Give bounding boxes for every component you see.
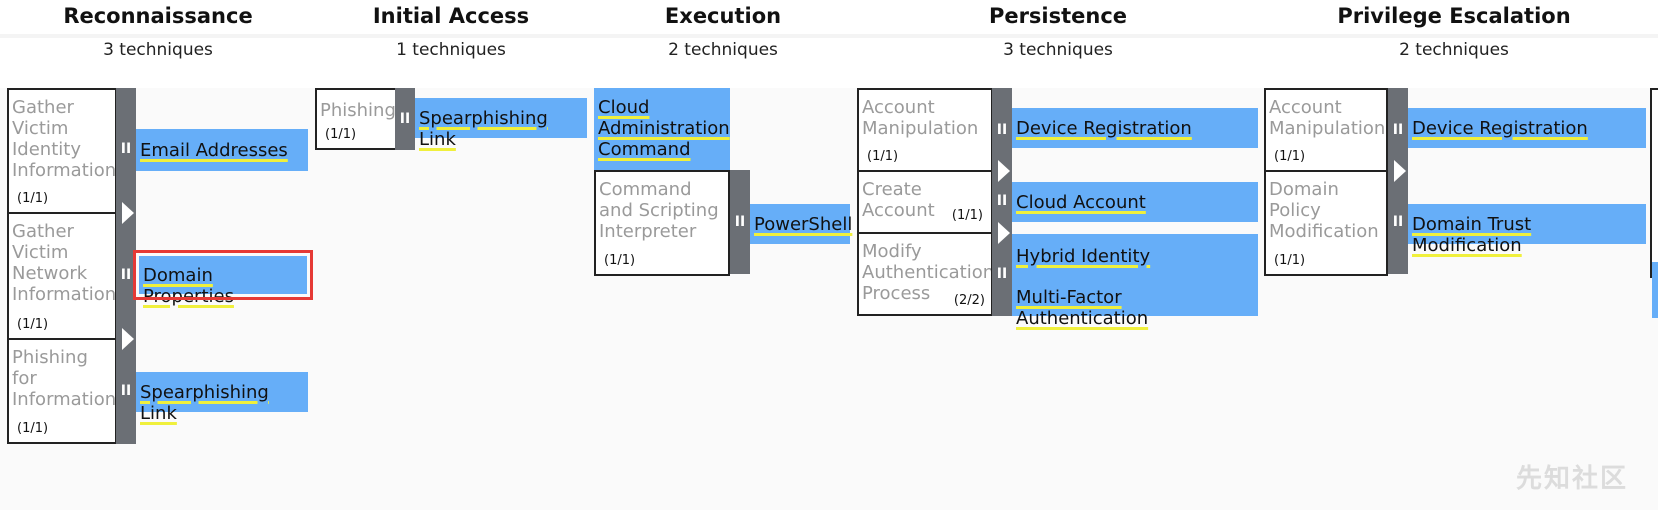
subtechnique-toggle-handle[interactable]: II xyxy=(395,88,415,150)
tactic-count-persistence: 3 techniques xyxy=(1003,40,1113,60)
grip-icon: II xyxy=(120,141,132,157)
subtechnique-count: (1/1) xyxy=(1274,149,1306,164)
technique-account-manipulation-privesc[interactable]: Account Manipulation (1/1) xyxy=(1264,88,1388,172)
subtechnique-count: (1/1) xyxy=(951,208,983,223)
technique-modify-authentication-process[interactable]: Modify Authentication Process (2/2) xyxy=(857,232,993,316)
subtechnique-count: (1/1) xyxy=(325,127,357,142)
technique-gather-victim-identity-information[interactable]: Gather Victim Identity Information (1/1) xyxy=(7,88,117,214)
subtechnique-email-addresses[interactable]: Email Addresses xyxy=(136,129,308,171)
technique-name: Phishing xyxy=(320,100,396,121)
subtechnique-label: Device Registration xyxy=(1412,118,1588,139)
grip-icon: II xyxy=(996,193,1008,209)
technique-domain-policy-modification[interactable]: Domain Policy Modification (1/1) xyxy=(1264,170,1388,276)
technique-gather-victim-network-information[interactable]: Gather Victim Network Information (1/1) xyxy=(7,212,117,340)
grip-icon: II xyxy=(734,214,746,230)
collapse-arrow-icon xyxy=(998,222,1010,244)
subtechnique-label: Device Registration xyxy=(1016,118,1192,139)
technique-name: Account Manipulation xyxy=(862,97,979,139)
technique-phishing[interactable]: Phishing (1/1) xyxy=(315,88,397,150)
technique-account-manipulation[interactable]: Account Manipulation (1/1) xyxy=(857,88,993,172)
subtechnique-count: (1/1) xyxy=(17,191,49,206)
subtechnique-multi-factor-authentication[interactable]: Multi-Factor Authentication xyxy=(1016,287,1149,329)
technique-name: Domain Policy Modification xyxy=(1269,179,1379,242)
tactic-count-execution: 2 techniques xyxy=(668,40,778,60)
subtechnique-next-column-partial xyxy=(1652,262,1658,318)
subtechnique-label: Domain Trust Modification xyxy=(1412,214,1532,256)
technique-name: Create Account xyxy=(862,179,935,221)
subtechnique-group-modify-authentication: Hybrid Identity Multi-Factor Authenticat… xyxy=(1012,234,1258,329)
technique-name: Gather Victim Identity Information xyxy=(12,97,117,181)
subtechnique-label: Domain Properties xyxy=(143,265,234,307)
technique-name: Gather Victim Network Information xyxy=(12,221,117,305)
grip-icon: II xyxy=(399,111,411,127)
subtechnique-count: (1/1) xyxy=(867,149,899,164)
grip-icon: II xyxy=(1392,214,1404,230)
subtechnique-count: (2/2) xyxy=(953,293,985,308)
subtechnique-powershell[interactable]: PowerShell xyxy=(750,204,853,244)
matrix-header xyxy=(0,0,1658,88)
tactic-title-persistence[interactable]: Persistence xyxy=(988,4,1128,28)
tactic-count-privilege-escalation: 2 techniques xyxy=(1399,40,1509,60)
technique-name: Command and Scripting Interpreter xyxy=(599,179,719,242)
header-divider xyxy=(0,34,1658,38)
subtechnique-label: Spearphishing Link xyxy=(140,382,269,424)
subtechnique-count: (1/1) xyxy=(604,253,636,268)
technique-name: Phishing for Information xyxy=(12,347,117,410)
subtechnique-count: (1/1) xyxy=(17,317,49,332)
tactic-count-reconnaissance: 3 techniques xyxy=(103,40,213,60)
subtechnique-label: Spearphishing Link xyxy=(419,108,548,150)
technique-cloud-administration-command[interactable]: Cloud Administration Command xyxy=(594,88,730,170)
subtechnique-label: Cloud Account xyxy=(1016,192,1146,213)
subtechnique-label: PowerShell xyxy=(754,214,853,235)
subtechnique-device-registration[interactable]: Device Registration xyxy=(1012,108,1258,148)
subtechnique-domain-trust-modification[interactable]: Domain Trust Modification xyxy=(1408,204,1646,256)
tactic-title-privilege-escalation[interactable]: Privilege Escalation xyxy=(1337,4,1571,28)
tactic-title-reconnaissance[interactable]: Reconnaissance xyxy=(63,4,253,28)
subtechnique-count: (1/1) xyxy=(17,421,49,436)
technique-create-account[interactable]: Create Account (1/1) xyxy=(857,170,993,234)
technique-phishing-for-information[interactable]: Phishing for Information (1/1) xyxy=(7,338,117,444)
tactic-count-initial-access: 1 techniques xyxy=(396,40,506,60)
technique-name: Account Manipulation xyxy=(1269,97,1386,139)
collapse-arrow-icon xyxy=(1394,160,1406,182)
subtechnique-spearphishing-link[interactable]: Spearphishing Link xyxy=(136,372,308,424)
subtechnique-device-registration-privesc[interactable]: Device Registration xyxy=(1408,108,1646,148)
technique-command-and-scripting-interpreter[interactable]: Command and Scripting Interpreter (1/1) xyxy=(594,170,730,276)
subtechnique-toggle-handle[interactable]: II II II xyxy=(116,88,136,444)
technique-label: Cloud Administration Command xyxy=(598,97,730,160)
watermark-text: 先知社区 xyxy=(1515,464,1628,494)
collapse-arrow-icon xyxy=(122,202,134,224)
subtechnique-label: Email Addresses xyxy=(140,140,288,161)
grip-icon: II xyxy=(996,122,1008,138)
collapse-arrow-icon xyxy=(122,328,134,350)
grip-icon: II xyxy=(120,267,132,283)
subtechnique-toggle-handle[interactable]: II xyxy=(730,170,750,274)
subtechnique-cloud-account[interactable]: Cloud Account xyxy=(1012,182,1258,222)
technique-name: Modify Authentication Process xyxy=(862,241,993,304)
tactic-title-initial-access[interactable]: Initial Access xyxy=(372,4,530,28)
grip-icon: II xyxy=(1392,122,1404,138)
subtechnique-toggle-handle[interactable]: II II II xyxy=(992,88,1012,316)
technique-next-column-partial xyxy=(1650,88,1658,278)
subtechnique-count: (1/1) xyxy=(1274,253,1306,268)
subtechnique-domain-properties[interactable]: Domain Properties xyxy=(133,250,313,307)
grip-icon: II xyxy=(120,383,132,399)
grip-icon: II xyxy=(996,266,1008,282)
collapse-arrow-icon xyxy=(998,160,1010,182)
tactic-title-execution[interactable]: Execution xyxy=(664,4,782,28)
subtechnique-hybrid-identity[interactable]: Hybrid Identity xyxy=(1016,246,1151,267)
subtechnique-spearphishing-link-initial-access[interactable]: Spearphishing Link xyxy=(415,98,587,150)
